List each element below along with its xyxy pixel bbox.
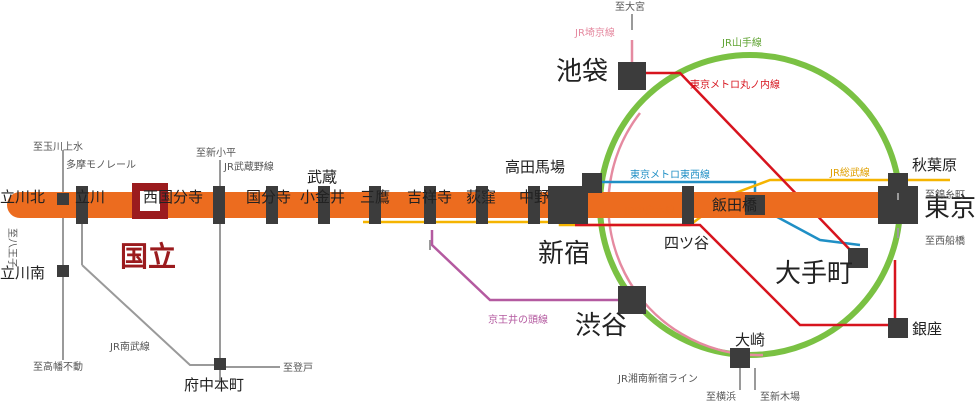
station-nakano: 中野 <box>519 188 549 206</box>
direction-hachioji: 至八王子 <box>6 228 18 268</box>
gray-tails <box>631 14 899 390</box>
line-tozai: 東京メトロ東西線 <box>630 168 710 181</box>
line-marunouchi: 東京メトロ丸ノ内線 <box>690 78 780 91</box>
line-sobu: JR総武線 <box>829 166 870 179</box>
direction-tobu: 至登戸 <box>283 361 313 374</box>
direction-omiya: 至大宮 <box>615 0 645 13</box>
station-tachikawa-minami: 立川南 <box>0 264 45 282</box>
keio-inokashira-line <box>430 230 630 302</box>
direction-kinshicho: 至錦糸町 <box>925 188 965 201</box>
line-keio-inokashira: 京王井の頭線 <box>488 313 548 326</box>
direction-takahatafudo: 至高幡不動 <box>33 360 83 373</box>
direction-tamagawajosui: 至玉川上水 <box>33 141 83 153</box>
station-osaki: 大崎 <box>735 331 765 349</box>
station-mitaka: 三鷹 <box>360 188 390 206</box>
station-squares <box>57 62 908 370</box>
direction-nishifunabashi: 至西船橋 <box>925 234 965 247</box>
direction-labels: 至玉川上水 至八王子 至高幡不動 至新小平 至登戸 至大宮 至錦糸町 至西船橋 … <box>6 0 965 403</box>
line-musashino: JR武蔵野線 <box>223 160 274 173</box>
line-yamanote: JR山手線 <box>721 36 762 49</box>
station-shinjuku: 新宿 <box>538 239 590 269</box>
station-tachikawa: 立川 <box>75 188 105 206</box>
station-akihabara: 秋葉原 <box>912 156 957 174</box>
line-labels: 多摩モノレール JR武蔵野線 JR南武線 JR埼京線 JR山手線 東京メトロ丸ノ… <box>66 26 870 385</box>
station-takadanobaba: 高田馬場 <box>505 158 565 176</box>
direction-shinkodaira: 至新小平 <box>196 146 236 159</box>
station-ogikubo: 荻窪 <box>466 188 496 206</box>
station-tokyo: 東京 <box>924 193 976 223</box>
line-shonan-shinjuku: JR湘南新宿ライン <box>617 372 698 385</box>
station-labels: 立川北 立川 立川南 西国分寺 国立 国分寺 武蔵 小金井 三鷹 吉祥寺 荻窪 … <box>0 57 976 394</box>
chuo-station-markers <box>76 186 918 224</box>
direction-shinkiba: 至新木場 <box>760 390 800 403</box>
station-shibuya: 渋谷 <box>575 311 627 341</box>
station-koganei: 小金井 <box>300 188 345 206</box>
line-tama-monorail: 多摩モノレール <box>66 158 136 171</box>
station-kichijoji: 吉祥寺 <box>407 188 452 206</box>
station-iidabashi: 飯田橋 <box>712 196 757 214</box>
station-fuchuhommachi: 府中本町 <box>184 376 244 394</box>
station-yotsuya: 四ツ谷 <box>664 234 709 252</box>
station-otemachi: 大手町 <box>775 259 853 289</box>
station-ikebukuro: 池袋 <box>556 57 608 87</box>
station-tachikawa-kita: 立川北 <box>0 188 45 206</box>
direction-yokohama: 至横浜 <box>706 390 736 403</box>
station-musashi: 武蔵 <box>307 168 337 186</box>
line-saikyo: JR埼京線 <box>574 26 615 39</box>
station-kokubunji: 国分寺 <box>246 188 291 206</box>
station-ginza: 銀座 <box>912 320 942 338</box>
kunitachi-marker <box>132 183 168 219</box>
station-kunitachi: 国立 <box>120 240 176 273</box>
station-nishikokubunji: 西国分寺 <box>143 188 203 206</box>
line-nambu: JR南武線 <box>109 340 150 353</box>
line-chuo: JR中央本線 <box>624 204 675 217</box>
